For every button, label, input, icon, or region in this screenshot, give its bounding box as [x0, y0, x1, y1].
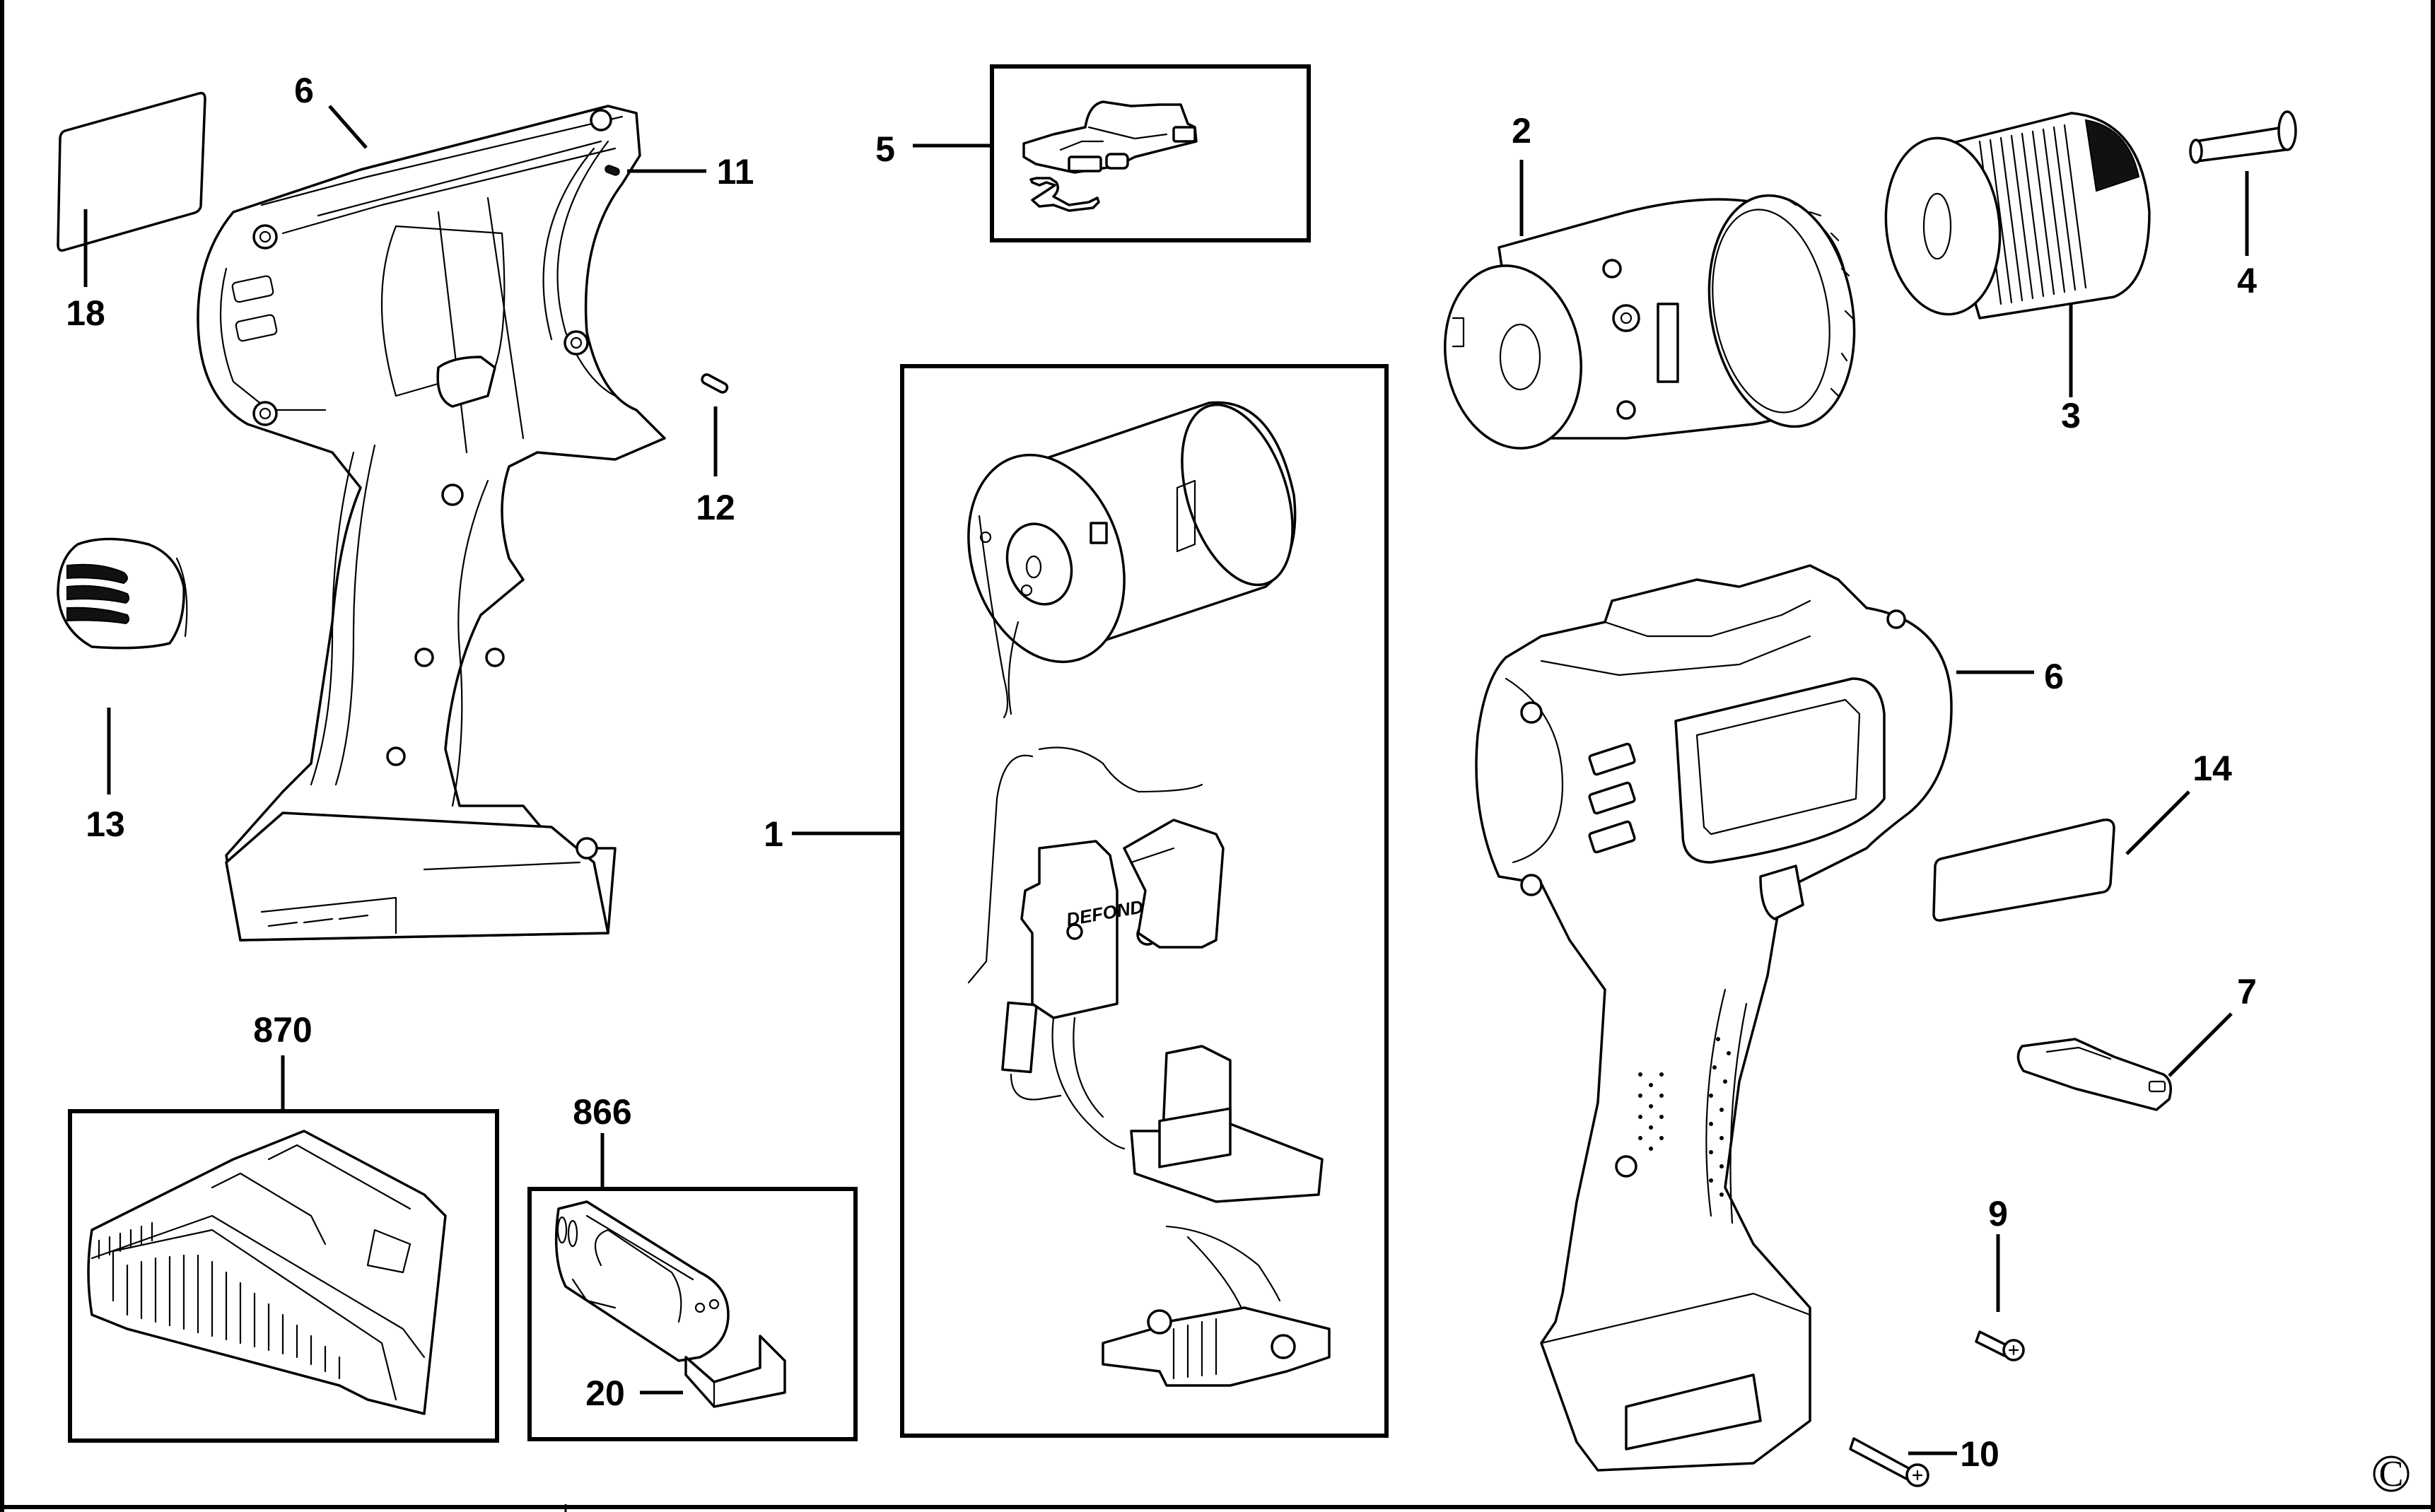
part-3-keyless-chuck[interactable]	[1877, 112, 2151, 320]
leader-6-left	[328, 105, 368, 149]
callout-3: 3	[2061, 396, 2081, 435]
leader-7	[2168, 1012, 2233, 1077]
callout-1: 1	[764, 814, 783, 854]
leader-14	[2125, 790, 2190, 855]
part-6-housing-interior[interactable]	[197, 105, 666, 942]
part-870-charger[interactable]	[87, 1130, 447, 1415]
callout-2: 2	[1512, 111, 1531, 151]
part-14-label-sticker[interactable]	[1932, 819, 2115, 922]
part-2-gearbox[interactable]	[1431, 184, 1871, 459]
part-18-label-sticker[interactable]	[57, 91, 206, 252]
part-12-pin[interactable]	[701, 373, 729, 394]
callout-6-left: 6	[294, 71, 314, 110]
callout-870: 870	[253, 1010, 312, 1050]
box-866	[527, 1187, 858, 1441]
part-10-long-screw[interactable]	[1849, 1437, 1929, 1487]
chuck-knurling	[1978, 119, 2140, 305]
trigger-switch: DEFOND	[967, 746, 1225, 1150]
callout-12: 12	[696, 488, 735, 527]
part-1-motor-switch-assembly[interactable]: DEFOND	[943, 391, 1331, 1387]
callout-7: 7	[2237, 972, 2257, 1012]
callout-11: 11	[717, 152, 754, 192]
svg-text:C: C	[2379, 1454, 2404, 1494]
part-5-forward-reverse-slider[interactable]	[1022, 100, 1198, 212]
charger-vents	[98, 1221, 341, 1380]
grip-texture	[1638, 988, 1748, 1224]
box-5	[990, 64, 1311, 242]
part-866-battery-pack[interactable]	[554, 1200, 730, 1362]
part-7-led-lens[interactable]	[2016, 1038, 2172, 1111]
callout-14: 14	[2192, 749, 2232, 788]
part-20-battery-cover[interactable]	[684, 1335, 786, 1408]
callout-18: 18	[66, 293, 105, 333]
callout-4: 4	[2237, 261, 2257, 300]
part-13-vent-cover[interactable]	[57, 537, 188, 650]
motor	[967, 401, 1297, 719]
part-11-small-pin[interactable]	[605, 165, 620, 176]
callout-9: 9	[1988, 1194, 2008, 1233]
callout-5: 5	[875, 129, 895, 169]
callout-20: 20	[585, 1373, 625, 1413]
callout-13: 13	[86, 804, 125, 844]
callout-10: 10	[1960, 1434, 1999, 1474]
part-9-short-screw[interactable]	[1975, 1330, 2025, 1361]
part-6-housing-exterior[interactable]	[1475, 564, 1953, 1472]
part-4-chuck-screw[interactable]	[2189, 110, 2297, 164]
terminal-block	[1102, 1107, 1331, 1387]
callout-866: 866	[573, 1092, 631, 1132]
copyright-mark: C	[2373, 1454, 2410, 1494]
callout-6-right: 6	[2044, 657, 2064, 696]
box-1	[900, 364, 1389, 1438]
